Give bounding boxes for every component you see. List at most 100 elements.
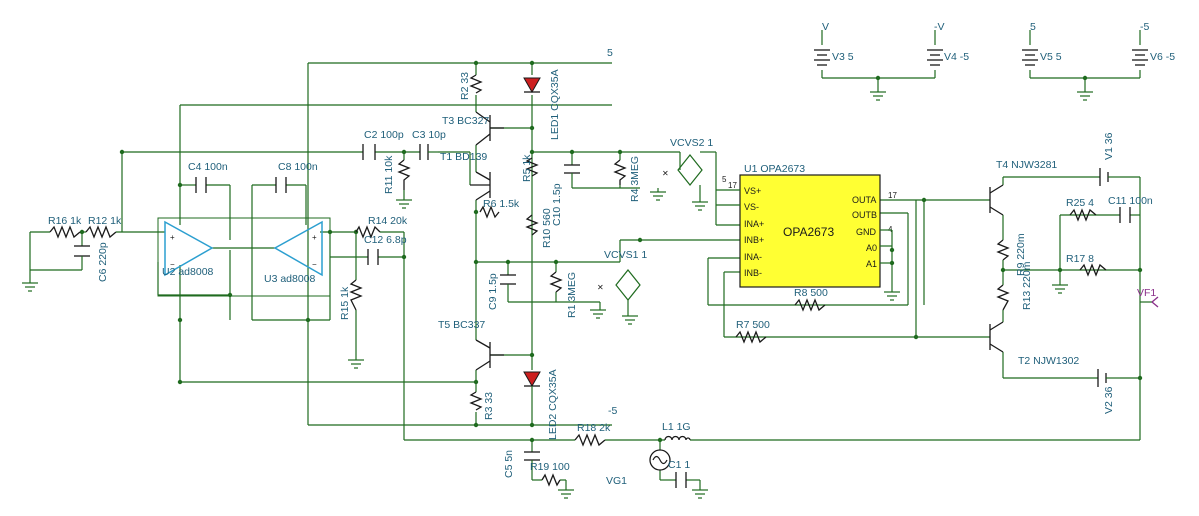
ground-icon-12: [558, 489, 574, 499]
battery-v5: [1022, 49, 1038, 66]
resistor-r16: [49, 225, 81, 239]
label-vg1: VG1: [606, 475, 627, 487]
label-r8: R8 500: [794, 287, 828, 299]
label-vcvs2: VCVS2 1: [670, 137, 713, 149]
resistor-r11: [397, 159, 411, 190]
label-c9: C9 1.5p: [487, 273, 499, 310]
vcvs2-icon: ✕: [662, 154, 703, 186]
battery-v2: [1097, 369, 1120, 387]
label-c1: C1 1: [668, 459, 690, 471]
labels: 5 -5 V -V 5 -5 R2 33 R3 33 R5 1k R6 1.5k…: [48, 21, 1175, 487]
transistor-t3: [475, 111, 504, 146]
batteries: [814, 49, 1148, 387]
ground-icon-8: [884, 291, 900, 301]
ground-icon-4: [650, 188, 666, 201]
ground-icon-11: [1052, 270, 1068, 294]
resistor-r9: [996, 239, 1010, 261]
transistor-t1: [470, 171, 491, 201]
label-c3: C3 10p: [412, 129, 446, 141]
led1-icon: [523, 77, 541, 94]
vcvs-sources: ✕ ✕: [597, 154, 703, 301]
label-r3: R3 33: [483, 392, 495, 420]
label-c12: C12 6.8p: [364, 234, 407, 246]
label-t5: T5 BC337: [438, 319, 485, 331]
ground-icon-1: [22, 270, 38, 292]
output-probe-icon: [1151, 296, 1159, 308]
capacitor-c10: [564, 164, 580, 180]
ground-icon-5: [692, 185, 708, 211]
resistor-r13: [996, 284, 1010, 311]
label-r19: R19 100: [530, 461, 570, 473]
label-v5-rail: 5: [1030, 21, 1036, 33]
battery-v4: [927, 49, 943, 66]
label-v3: V3 5: [832, 51, 854, 63]
label-c8: C8 100n: [278, 161, 318, 173]
resistor-r2: [469, 74, 483, 94]
ground-icon-9: [870, 91, 886, 101]
resistor-r18: [574, 433, 606, 447]
chip-u1: VS+ VS- INA+ INB+ INA- INB- OUTA OUTB GN…: [716, 174, 897, 292]
capacitor-c1: [675, 472, 687, 488]
chip-pin-inbn: INB-: [744, 268, 762, 278]
rail-label-top: 5: [607, 47, 613, 59]
capacitors: [74, 144, 1131, 488]
vcvs1-icon: ✕: [597, 269, 641, 301]
resistor-r7: [735, 330, 767, 344]
label-c11: C11 100n: [1108, 195, 1153, 207]
sources: [649, 296, 1159, 471]
label-c5: C5 5n: [503, 450, 515, 478]
label-r16: R16 1k: [48, 215, 82, 227]
transistor-t4: [989, 184, 1004, 216]
label-vcvs1: VCVS1 1: [604, 249, 647, 261]
battery-v6: [1132, 49, 1148, 66]
capacitor-c12: [367, 249, 379, 265]
label-vf1: VF1: [1137, 287, 1156, 299]
label-r18: R18 2k: [577, 422, 611, 434]
capacitor-c9: [500, 274, 516, 292]
chip-pin-inan: INA-: [744, 252, 762, 262]
chip-pin-gnd: GND: [856, 227, 877, 237]
pin-num-vsp: 17: [728, 181, 737, 190]
chip-pin-vsn: VS-: [744, 202, 759, 212]
label-v4: V4 -5: [944, 51, 969, 63]
label-r13: R13 220m: [1021, 261, 1033, 310]
label-v1: V1 36: [1103, 132, 1115, 160]
chip-pin-a1: A1: [866, 259, 877, 269]
inductor-l1: [664, 435, 691, 441]
label-r12: R12 1k: [88, 215, 122, 227]
resistor-r19: [541, 473, 561, 487]
ground-icon-6: [590, 302, 606, 319]
resistor-r4: [613, 159, 627, 185]
label-c10: C10 1.5p: [551, 183, 563, 226]
leds: [523, 77, 541, 412]
resistor-r14: [355, 225, 381, 239]
label-v2: V2 36: [1103, 386, 1115, 414]
ground-icon-2: [348, 359, 364, 369]
opamp-u3: [273, 220, 323, 277]
capacitor-c4: [195, 177, 207, 193]
label-u2: U2 ad8008: [162, 266, 214, 278]
resistor-r8: [794, 298, 826, 312]
label-r5: R5 1k: [521, 154, 533, 182]
resistor-r5: [525, 157, 539, 177]
resistor-r12: [85, 225, 117, 239]
pin-num-vs-label: 5: [722, 175, 727, 184]
label-l1: L1 1G: [662, 421, 691, 433]
label-v5: V5 5: [1040, 51, 1062, 63]
label-t1: T1 BD139: [440, 151, 487, 163]
label-r6: R6 1.5k: [483, 198, 520, 210]
pin-num-outa: 17: [888, 191, 897, 200]
wires: [29, 30, 1152, 490]
label-c2: C2 100p: [364, 129, 404, 141]
transistor-t5: [475, 339, 504, 371]
capacitor-c11: [1119, 207, 1131, 223]
label-t3: T3 BC327: [442, 115, 489, 127]
label-r17: R17 8: [1066, 253, 1094, 265]
svg-text:−: −: [312, 260, 317, 269]
chip-pin-outb: OUTB: [852, 210, 877, 220]
label-r9: R9 220m: [1015, 233, 1027, 276]
capacitor-c2: [362, 144, 376, 160]
resistor-r15: [349, 279, 363, 311]
label-r7: R7 500: [736, 319, 770, 331]
